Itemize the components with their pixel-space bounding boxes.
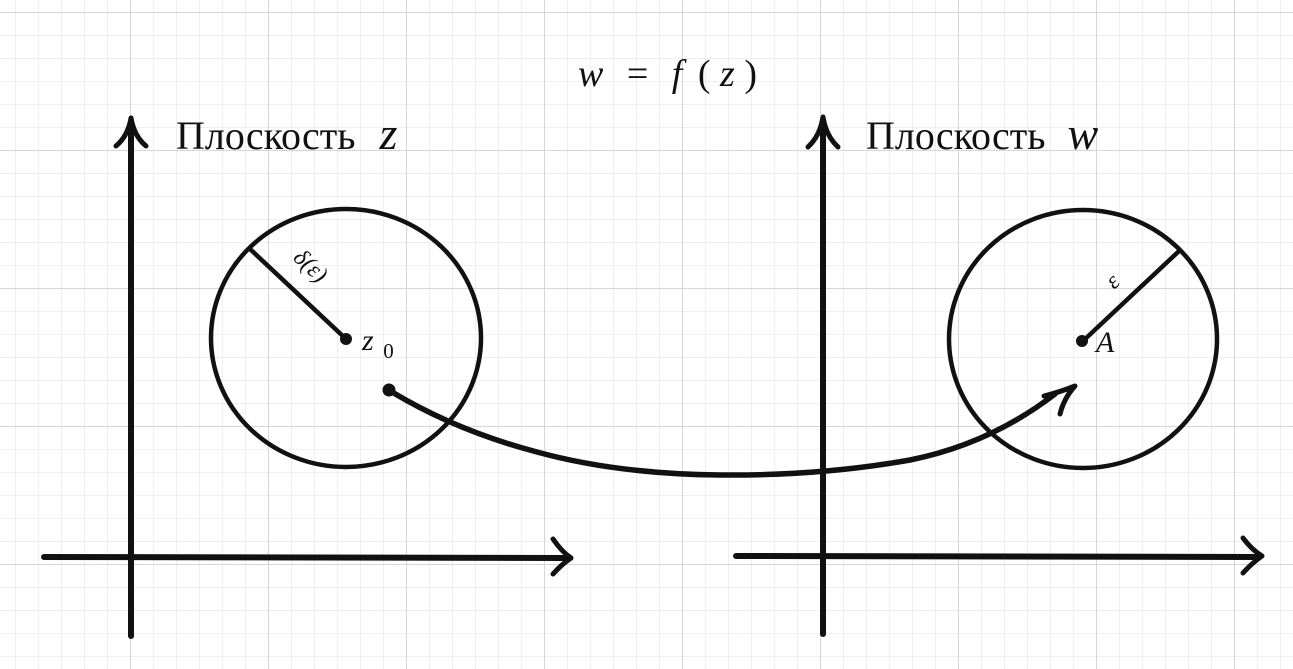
formula-function: f: [672, 53, 687, 95]
mapping-arrow-curve: [389, 389, 1058, 478]
formula-rparen: ): [744, 53, 757, 95]
z-plane-label-var: z: [378, 108, 397, 159]
formula-lparen: (: [698, 53, 711, 95]
mapping-arrowhead: [1041, 383, 1078, 417]
w-plane: Плоскость w ε A: [733, 108, 1265, 637]
z0-point: [340, 333, 352, 345]
z-plane-label-word: Плоскость: [176, 113, 355, 158]
z-plane: Плоскость z δ(ε) z 0: [41, 108, 574, 639]
epsilon-neighborhood-circle: [946, 207, 1220, 471]
w-plane-y-arrowhead: [805, 114, 841, 150]
z0-letter: z: [361, 324, 374, 357]
w-plane-x-arrowhead: [1240, 535, 1265, 576]
formula-arg: z: [719, 53, 735, 95]
formula-equals: =: [627, 53, 648, 95]
z-plane-x-arrowhead: [550, 536, 574, 577]
z0-subscript: 0: [383, 339, 394, 363]
delta-radius-label: δ(ε): [288, 244, 333, 288]
z-plane-label: Плоскость z: [176, 108, 397, 159]
a-label: A: [1094, 326, 1115, 359]
w-plane-label-word: Плоскость: [866, 113, 1045, 158]
w-plane-label: Плоскость w: [866, 108, 1098, 159]
delta-neighborhood-circle: [208, 206, 484, 470]
a-point: [1076, 335, 1088, 347]
z-plane-y-arrowhead: [113, 115, 149, 149]
delta-radius-line: [247, 246, 349, 342]
z0-label: z 0: [361, 324, 394, 363]
w-plane-x-axis: [733, 553, 1260, 560]
epsilon-radius-label: ε: [1101, 268, 1126, 294]
epsilon-radius-line: [1080, 249, 1181, 344]
w-plane-label-var: w: [1067, 108, 1098, 159]
formula-lhs: w: [578, 53, 604, 95]
z-plane-x-axis: [41, 554, 569, 561]
formula: w = f ( z ): [578, 53, 757, 95]
